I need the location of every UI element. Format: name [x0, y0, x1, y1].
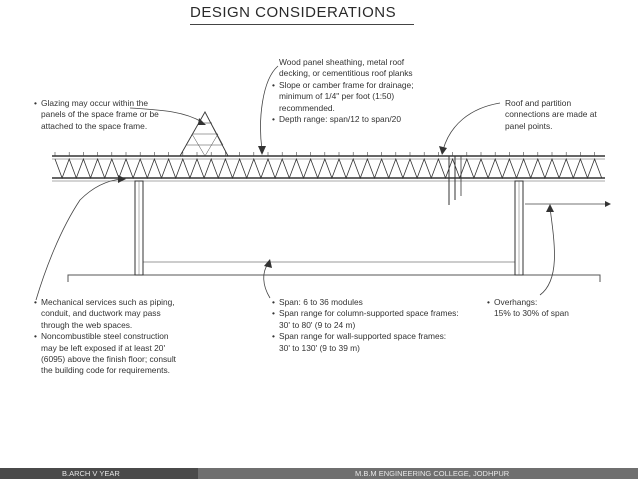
note-span: •Span: 6 to 36 modules •Span range for c…	[272, 297, 459, 353]
glazing-pyramid	[179, 111, 229, 157]
footer-left-block	[0, 468, 198, 479]
note-mechanical: •Mechanical services such as piping, con…	[34, 297, 177, 376]
footer-college-label: M.B.M ENGINEERING COLLEGE, JODHPUR	[355, 469, 510, 478]
leader-span	[263, 259, 272, 299]
web-diagonals	[54, 157, 603, 180]
footer-course-label: B.ARCH V YEAR	[62, 469, 120, 478]
web-members	[54, 152, 603, 180]
leader-glazing	[129, 107, 206, 125]
ground-line	[67, 274, 601, 282]
note-glazing: •Glazing may occur within the panels of …	[34, 98, 159, 131]
footer-bar: B.ARCH V YEAR M.B.M ENGINEERING COLLEGE,…	[0, 468, 638, 479]
column-right	[514, 180, 524, 276]
leader-overhangs	[539, 204, 555, 296]
leader-sheathing	[258, 65, 279, 155]
note-overhangs: •Overhangs: 15% to 30% of span	[487, 297, 569, 319]
leader-connections	[439, 102, 501, 155]
note-sheathing: Wood panel sheathing, metal roof decking…	[272, 57, 414, 125]
page-title: DESIGN CONSIDERATIONS	[190, 4, 397, 21]
title-underline	[190, 24, 414, 25]
note-connections: Roof and partition connections are made …	[505, 98, 597, 131]
leader-mechanical	[35, 175, 126, 301]
column-left	[134, 180, 144, 276]
